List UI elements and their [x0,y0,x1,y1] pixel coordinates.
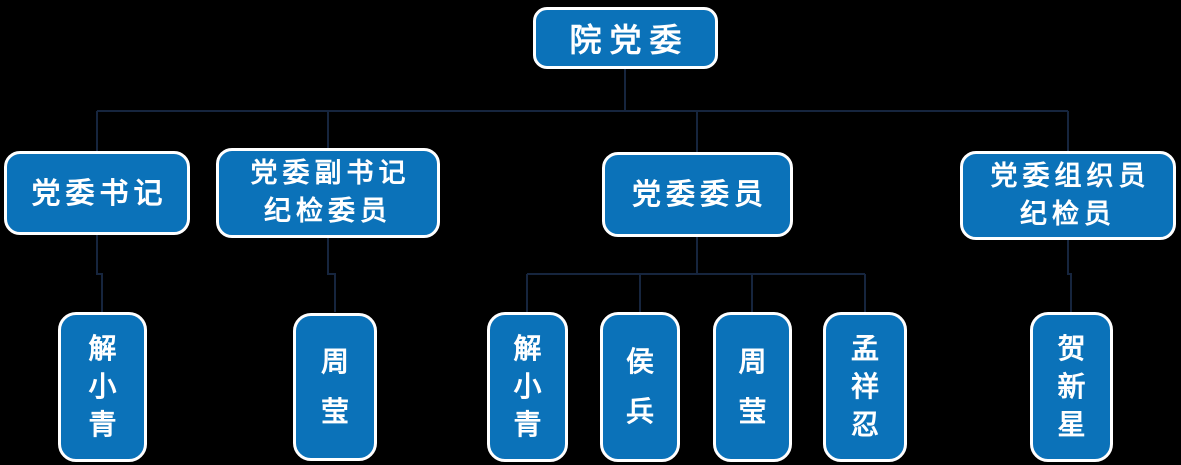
member-name-char: 兵 [625,395,654,429]
role-deputy-secretary-label: 党委副书记 纪检委员 [250,158,411,227]
member-name-char: 新 [1057,370,1086,403]
org-root-label: 院党委 [569,21,690,59]
org-box-member-name: 侯兵 [600,312,680,462]
org-box-member-name: 孟祥忍 [823,312,907,462]
member-name-char: 贺 [1057,332,1086,365]
org-box-role-deputy-secretary: 党委副书记 纪检委员 [216,148,440,238]
role-committee-member-label: 党委委员 [631,177,768,212]
org-box-role-secretary: 党委书记 [4,151,190,235]
member-name-char: 小 [513,370,542,403]
org-box-root: 院党委 [533,7,718,69]
role-secretary-label: 党委书记 [31,175,168,210]
member-name-char: 忍 [850,408,879,441]
org-box-role-organizer: 党委组织员 纪检员 [960,151,1176,240]
member-name-char: 青 [88,408,117,441]
member-name-char: 祥 [850,370,879,403]
org-box-role-committee-member: 党委委员 [602,152,793,237]
connector-role2-member [327,238,336,312]
connector-role1-member [96,235,103,312]
member-name-char: 周 [320,345,349,378]
member-name-char: 解 [513,332,542,365]
member-name-char: 莹 [320,395,349,428]
connector-role4-member [1067,240,1072,312]
org-box-member-name: 周莹 [293,313,377,461]
member-name-char: 星 [1057,408,1086,441]
member-name-char: 孟 [850,332,879,365]
member-name-char: 青 [513,408,542,441]
member-name-char: 小 [88,370,117,403]
member-name-char: 解 [88,332,117,365]
member-name-char: 莹 [738,395,767,429]
member-name-char: 侯 [625,344,654,378]
org-box-member-name: 贺新星 [1030,312,1113,462]
org-box-member-name: 周莹 [713,312,792,462]
org-box-member-name: 解小青 [487,312,568,462]
role-organizer-label: 党委组织员 纪检员 [990,160,1151,230]
org-box-member-name: 解小青 [58,312,147,462]
member-name-char: 周 [738,344,767,378]
